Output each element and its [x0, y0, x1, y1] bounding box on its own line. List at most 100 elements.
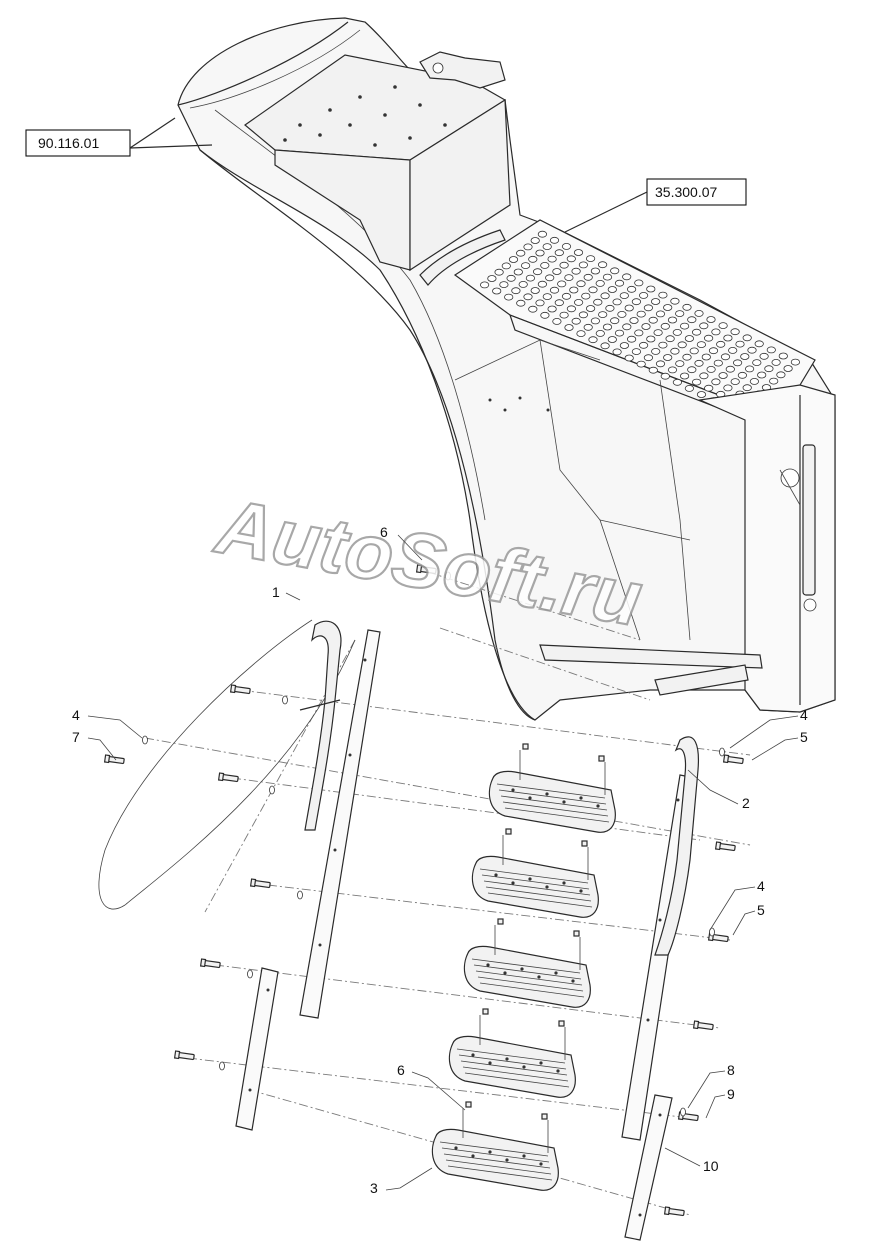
perforation-hole: [581, 292, 591, 300]
perforation-hole: [658, 341, 668, 349]
perforation-hole: [713, 359, 723, 367]
perforation-hole: [520, 262, 531, 270]
perforation-hole: [516, 299, 526, 307]
perforation-hole: [585, 305, 596, 312]
perforation-hole: [552, 317, 562, 325]
perforation-hole: [612, 298, 622, 306]
callout-4-left: 4: [72, 707, 80, 723]
callout-5-right-top: 5: [800, 729, 808, 745]
perforation-hole: [655, 360, 666, 368]
bolt: [249, 878, 271, 889]
washer: [709, 927, 715, 937]
perforation-hole: [573, 298, 584, 306]
perforation-hole: [554, 249, 564, 257]
washer: [297, 890, 303, 900]
perforation-hole: [607, 336, 617, 343]
perforation-hole: [701, 353, 711, 361]
perforation-hole: [682, 303, 692, 311]
perforation-hole: [672, 378, 683, 386]
perforation-hole: [622, 323, 632, 331]
perforation-hole: [716, 340, 726, 348]
perforation-hole: [667, 366, 678, 374]
perforation-hole: [595, 279, 605, 287]
perforation-hole: [588, 286, 598, 294]
perforation-hole: [607, 286, 617, 293]
perforation-hole: [684, 384, 695, 392]
perforation-hole: [766, 346, 776, 354]
perforation-hole: [769, 377, 779, 385]
perforation-hole: [554, 299, 564, 307]
callout-4-right-top: 4: [800, 707, 808, 723]
perforation-hole: [631, 298, 642, 306]
perforation-hole: [650, 298, 661, 305]
perforation-hole: [691, 378, 702, 386]
perforation-hole: [590, 317, 601, 325]
callout-6-bottom: 6: [397, 1062, 405, 1078]
perforation-hole: [578, 311, 589, 319]
perforation-hole: [648, 316, 658, 324]
perforation-hole: [631, 348, 642, 356]
perforation-hole: [561, 242, 572, 250]
perforation-hole: [728, 346, 738, 354]
perforation-hole: [749, 377, 760, 385]
perforation-hole: [506, 274, 516, 282]
perforation-hole: [648, 366, 658, 374]
mounting-plate-right: [624, 1094, 673, 1241]
perforation-hole: [614, 329, 625, 337]
box-holes: [283, 85, 447, 147]
perforation-hole: [552, 268, 562, 275]
perforation-hole: [559, 311, 569, 319]
perforation-hole: [752, 359, 762, 367]
perforation-hole: [682, 353, 692, 361]
perforation-hole: [670, 347, 680, 355]
perforation-hole: [540, 311, 550, 319]
perforation-hole: [658, 291, 668, 299]
perforation-hole: [624, 304, 634, 312]
bolt: [229, 684, 251, 695]
perforation-hole: [614, 279, 625, 287]
perforation-hole: [691, 328, 702, 336]
perforation-hole: [583, 323, 593, 331]
callouts: 6 1 4 7 4 5 2 4 5 6 8 9 10: [72, 524, 808, 1196]
perforation-hole: [530, 287, 540, 294]
washer: [269, 785, 275, 795]
callout-1: 1: [272, 584, 280, 600]
washer: [680, 1107, 686, 1117]
perforation-hole: [776, 371, 786, 379]
perforation-hole: [677, 341, 687, 349]
bolt: [199, 958, 221, 969]
perforation-hole: [549, 236, 560, 244]
perforation-hole: [518, 280, 528, 288]
perforation-hole: [730, 378, 740, 386]
perforation-hole: [629, 317, 639, 324]
perforation-hole: [687, 316, 697, 324]
perforation-hole: [600, 342, 610, 350]
perforation-hole: [665, 335, 675, 343]
bolt: [217, 772, 239, 783]
perforation-hole: [638, 341, 649, 349]
perforation-hole: [723, 334, 733, 342]
perforation-hole: [516, 249, 526, 257]
perforation-hole: [699, 372, 709, 380]
perforation-hole: [540, 261, 550, 269]
perforation-hole: [636, 360, 646, 368]
washer: [219, 1061, 225, 1071]
perforation-hole: [600, 292, 610, 300]
perforation-hole: [523, 243, 533, 251]
perforation-hole: [501, 262, 511, 270]
perforation-hole: [687, 366, 697, 374]
bolt: [692, 1020, 714, 1031]
perforation-hole: [547, 305, 557, 313]
perforation-hole: [653, 329, 663, 337]
perforation-hole: [718, 372, 728, 379]
step-treads: [431, 743, 616, 1191]
perforation-hole: [566, 305, 577, 313]
perforation-hole: [619, 342, 630, 349]
perforation-hole: [720, 353, 731, 361]
perforation-hole: [564, 324, 574, 331]
perforation-hole: [504, 293, 514, 301]
perforation-hole: [511, 287, 521, 295]
washer: [247, 969, 253, 979]
perforation-hole: [663, 354, 673, 361]
